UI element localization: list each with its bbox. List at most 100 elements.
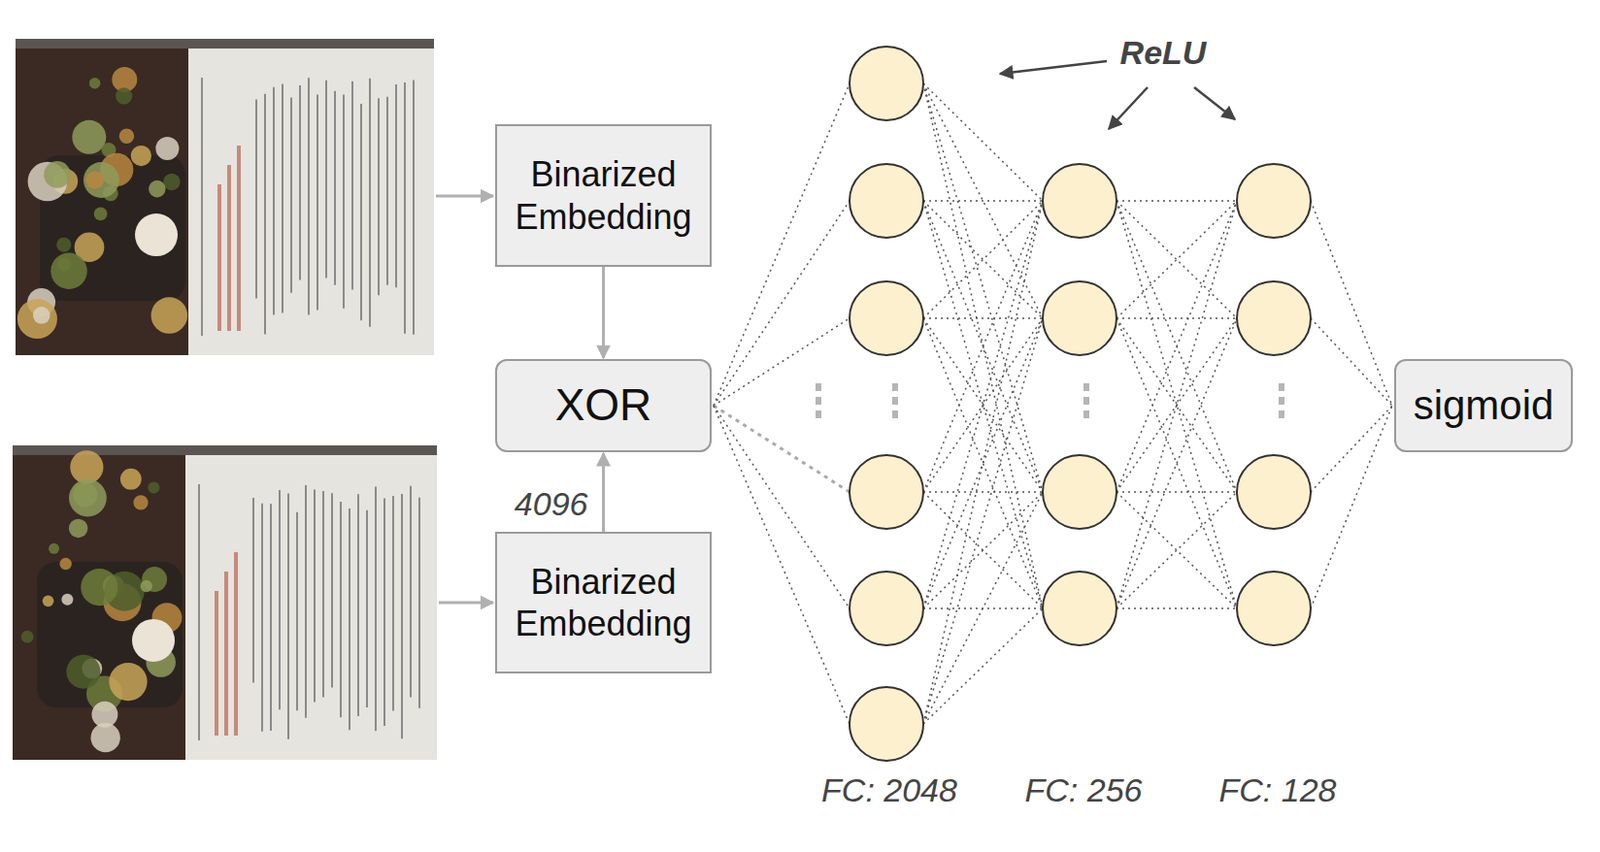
dotted-connection [923,492,1043,609]
photo-food-item [91,723,121,753]
photo-text-line [409,486,412,699]
photo-heading-line [227,165,232,332]
photo-food-item [148,180,167,199]
dotted-connection [1116,317,1237,320]
dotted-connection [923,200,1043,319]
node-label: Binarized Embedding [506,153,700,237]
photo-text-line [395,84,398,288]
photo-food-item [50,253,87,290]
dotted-connection [1116,492,1237,609]
photo-text-line [400,494,403,739]
photo-food-item [115,87,133,104]
photo-text-line [304,485,307,719]
photo-food-item [89,77,101,90]
photo-text-line [290,98,293,294]
photo-edge [15,38,434,49]
photo-text-line [278,490,281,710]
photo-food [15,38,189,356]
dotted-connection [1116,318,1237,609]
photo-text-line [287,493,290,739]
photo-text-line [342,95,345,309]
photo-food-item [68,479,107,518]
dotted-connection [1116,607,1237,610]
dotted-connection [1116,200,1237,493]
neuron [849,455,924,530]
dotted-connection [923,318,1043,493]
dimension-label: 4096 [514,486,589,523]
neuron [849,687,924,762]
photo-text-line [200,77,203,336]
photo-food-item [120,468,142,491]
photo-text-line [383,499,386,727]
neuron [1236,455,1311,530]
dotted-connection [1116,492,1237,609]
relu-pointer [1194,87,1235,120]
dotted-connection [923,200,1043,609]
layer-size-label: FC: 256 [1025,772,1143,809]
photo-food-item [33,306,51,325]
dotted-connection [1116,318,1237,493]
operation-box: XOR [495,359,712,453]
photo-text-line [339,501,342,718]
dotted-connection [923,318,1043,493]
photo-food-item [21,631,34,644]
dotted-connection [923,200,1043,493]
neuron [1042,281,1117,356]
photo-text-line [281,83,284,313]
photo-text-line [307,77,310,315]
photo-heading-line [224,571,229,736]
dotted-connection [713,318,850,406]
photo-food-item [131,145,152,167]
photo-paper [15,38,434,356]
photo-food-item [56,237,71,253]
photo-text-line [264,94,267,335]
ellipsis-dot [1278,410,1285,419]
dotted-connection [923,200,1043,725]
dotted-connection [1116,318,1237,493]
photo-food-item [85,170,103,189]
ellipsis-dot [1083,383,1090,392]
ellipsis-dots [815,383,1285,419]
dotted-connections [713,83,1393,725]
photo-edge [12,445,437,456]
dotted-connection [923,492,1043,609]
relu-pointer [1000,61,1107,74]
photo-text-line [296,512,299,711]
photo-text-line [252,498,255,684]
photo-heading-line [214,591,219,736]
photo-food-item [119,129,134,144]
ellipsis-dot [815,383,822,392]
flow-arrow [601,266,605,359]
photo-text-line [412,79,415,334]
photo-food-item [42,595,55,607]
photo-text-line [322,491,325,699]
node-label: XOR [506,378,700,433]
photo-text-line [374,487,377,733]
dotted-connection [1116,200,1237,609]
dotted-connection [1116,200,1237,319]
dotted-connection [923,83,1043,609]
photo-text-line [316,95,319,311]
photo-text-line [331,493,334,688]
photo-paper [12,445,437,761]
dotted-connection [713,405,850,609]
photo-text-line [333,91,336,286]
photo-group [12,38,437,761]
layer-size-label: FC: 128 [1219,772,1337,809]
ellipsis-dot [892,397,899,405]
ellipsis-dot [1083,410,1090,419]
dotted-connection [923,608,1043,725]
photo-food-item [133,495,148,510]
ellipsis-dot [892,383,899,392]
photo-food-item [163,173,180,191]
photo-text-line [392,496,395,711]
dotted-connection [923,83,1043,493]
neuron [1236,164,1311,238]
magazine-photo [15,38,434,356]
neuron [849,571,924,646]
neuron [1042,455,1117,530]
photo-food-item [43,161,71,189]
photo-text-line [386,97,389,286]
